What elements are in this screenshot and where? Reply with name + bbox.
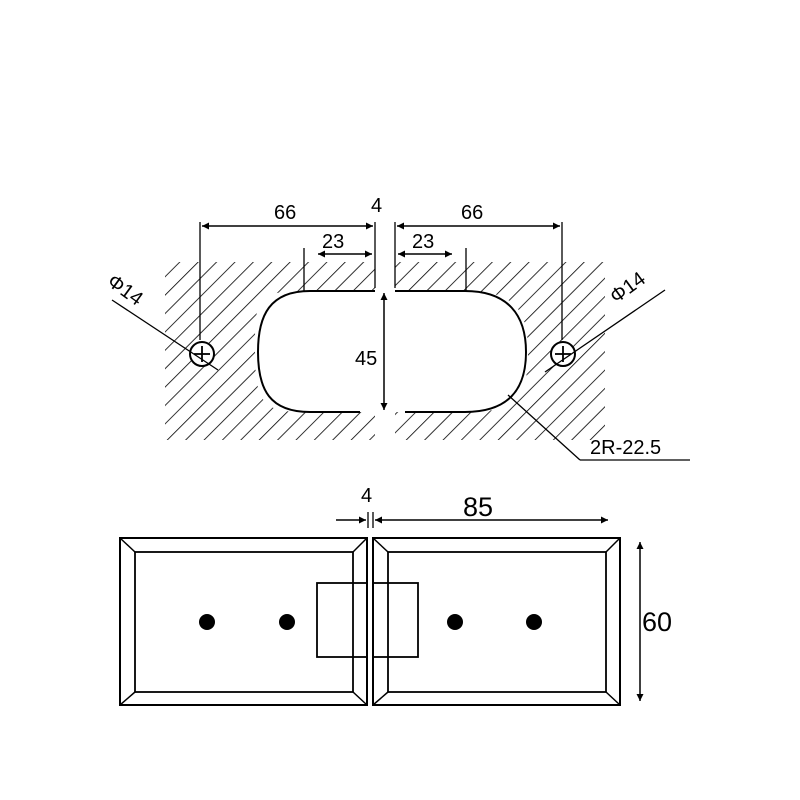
front-gap-dimension: 4: [336, 485, 374, 528]
plate-height-label: 60: [642, 607, 672, 637]
left-clamp-section: [165, 262, 375, 440]
radius-label: 2R-22.5: [590, 437, 661, 459]
right-plate: [372, 537, 621, 706]
right-width-label: 66: [461, 202, 483, 224]
right-width-dimension: 66: [397, 202, 563, 340]
cutout-height-dimension: 45: [355, 293, 388, 410]
left-width-label: 66: [274, 202, 296, 224]
plate-height-dimension: 60: [636, 542, 672, 701]
right-clamp-section: [395, 262, 605, 440]
plate-width-label: 85: [463, 492, 493, 522]
right-plate-hole-1: [447, 614, 463, 630]
left-hole-diameter-label: Φ14: [103, 270, 147, 310]
left-offset-label: 23: [322, 231, 344, 253]
right-offset-label: 23: [412, 231, 434, 253]
left-offset-dimension: 23: [303, 231, 372, 292]
plate-width-dimension: 85: [375, 492, 608, 524]
front-gap-label: 4: [361, 485, 372, 507]
left-plate-hole-2: [279, 614, 295, 630]
right-offset-dimension: 23: [398, 231, 467, 292]
top-gap-label: 4: [371, 195, 382, 217]
right-hole-diameter-label: Φ14: [606, 268, 650, 308]
front-view: 4 85: [119, 485, 672, 706]
radius-leader: 2R-22.5: [507, 394, 690, 461]
cutout-height-label: 45: [355, 348, 377, 370]
left-width-dimension: 66: [199, 202, 373, 340]
right-plate-hole-2: [526, 614, 542, 630]
top-view: 45 4 66 66 23 23: [103, 195, 690, 461]
left-plate: [119, 537, 368, 706]
left-plate-hole-1: [199, 614, 215, 630]
